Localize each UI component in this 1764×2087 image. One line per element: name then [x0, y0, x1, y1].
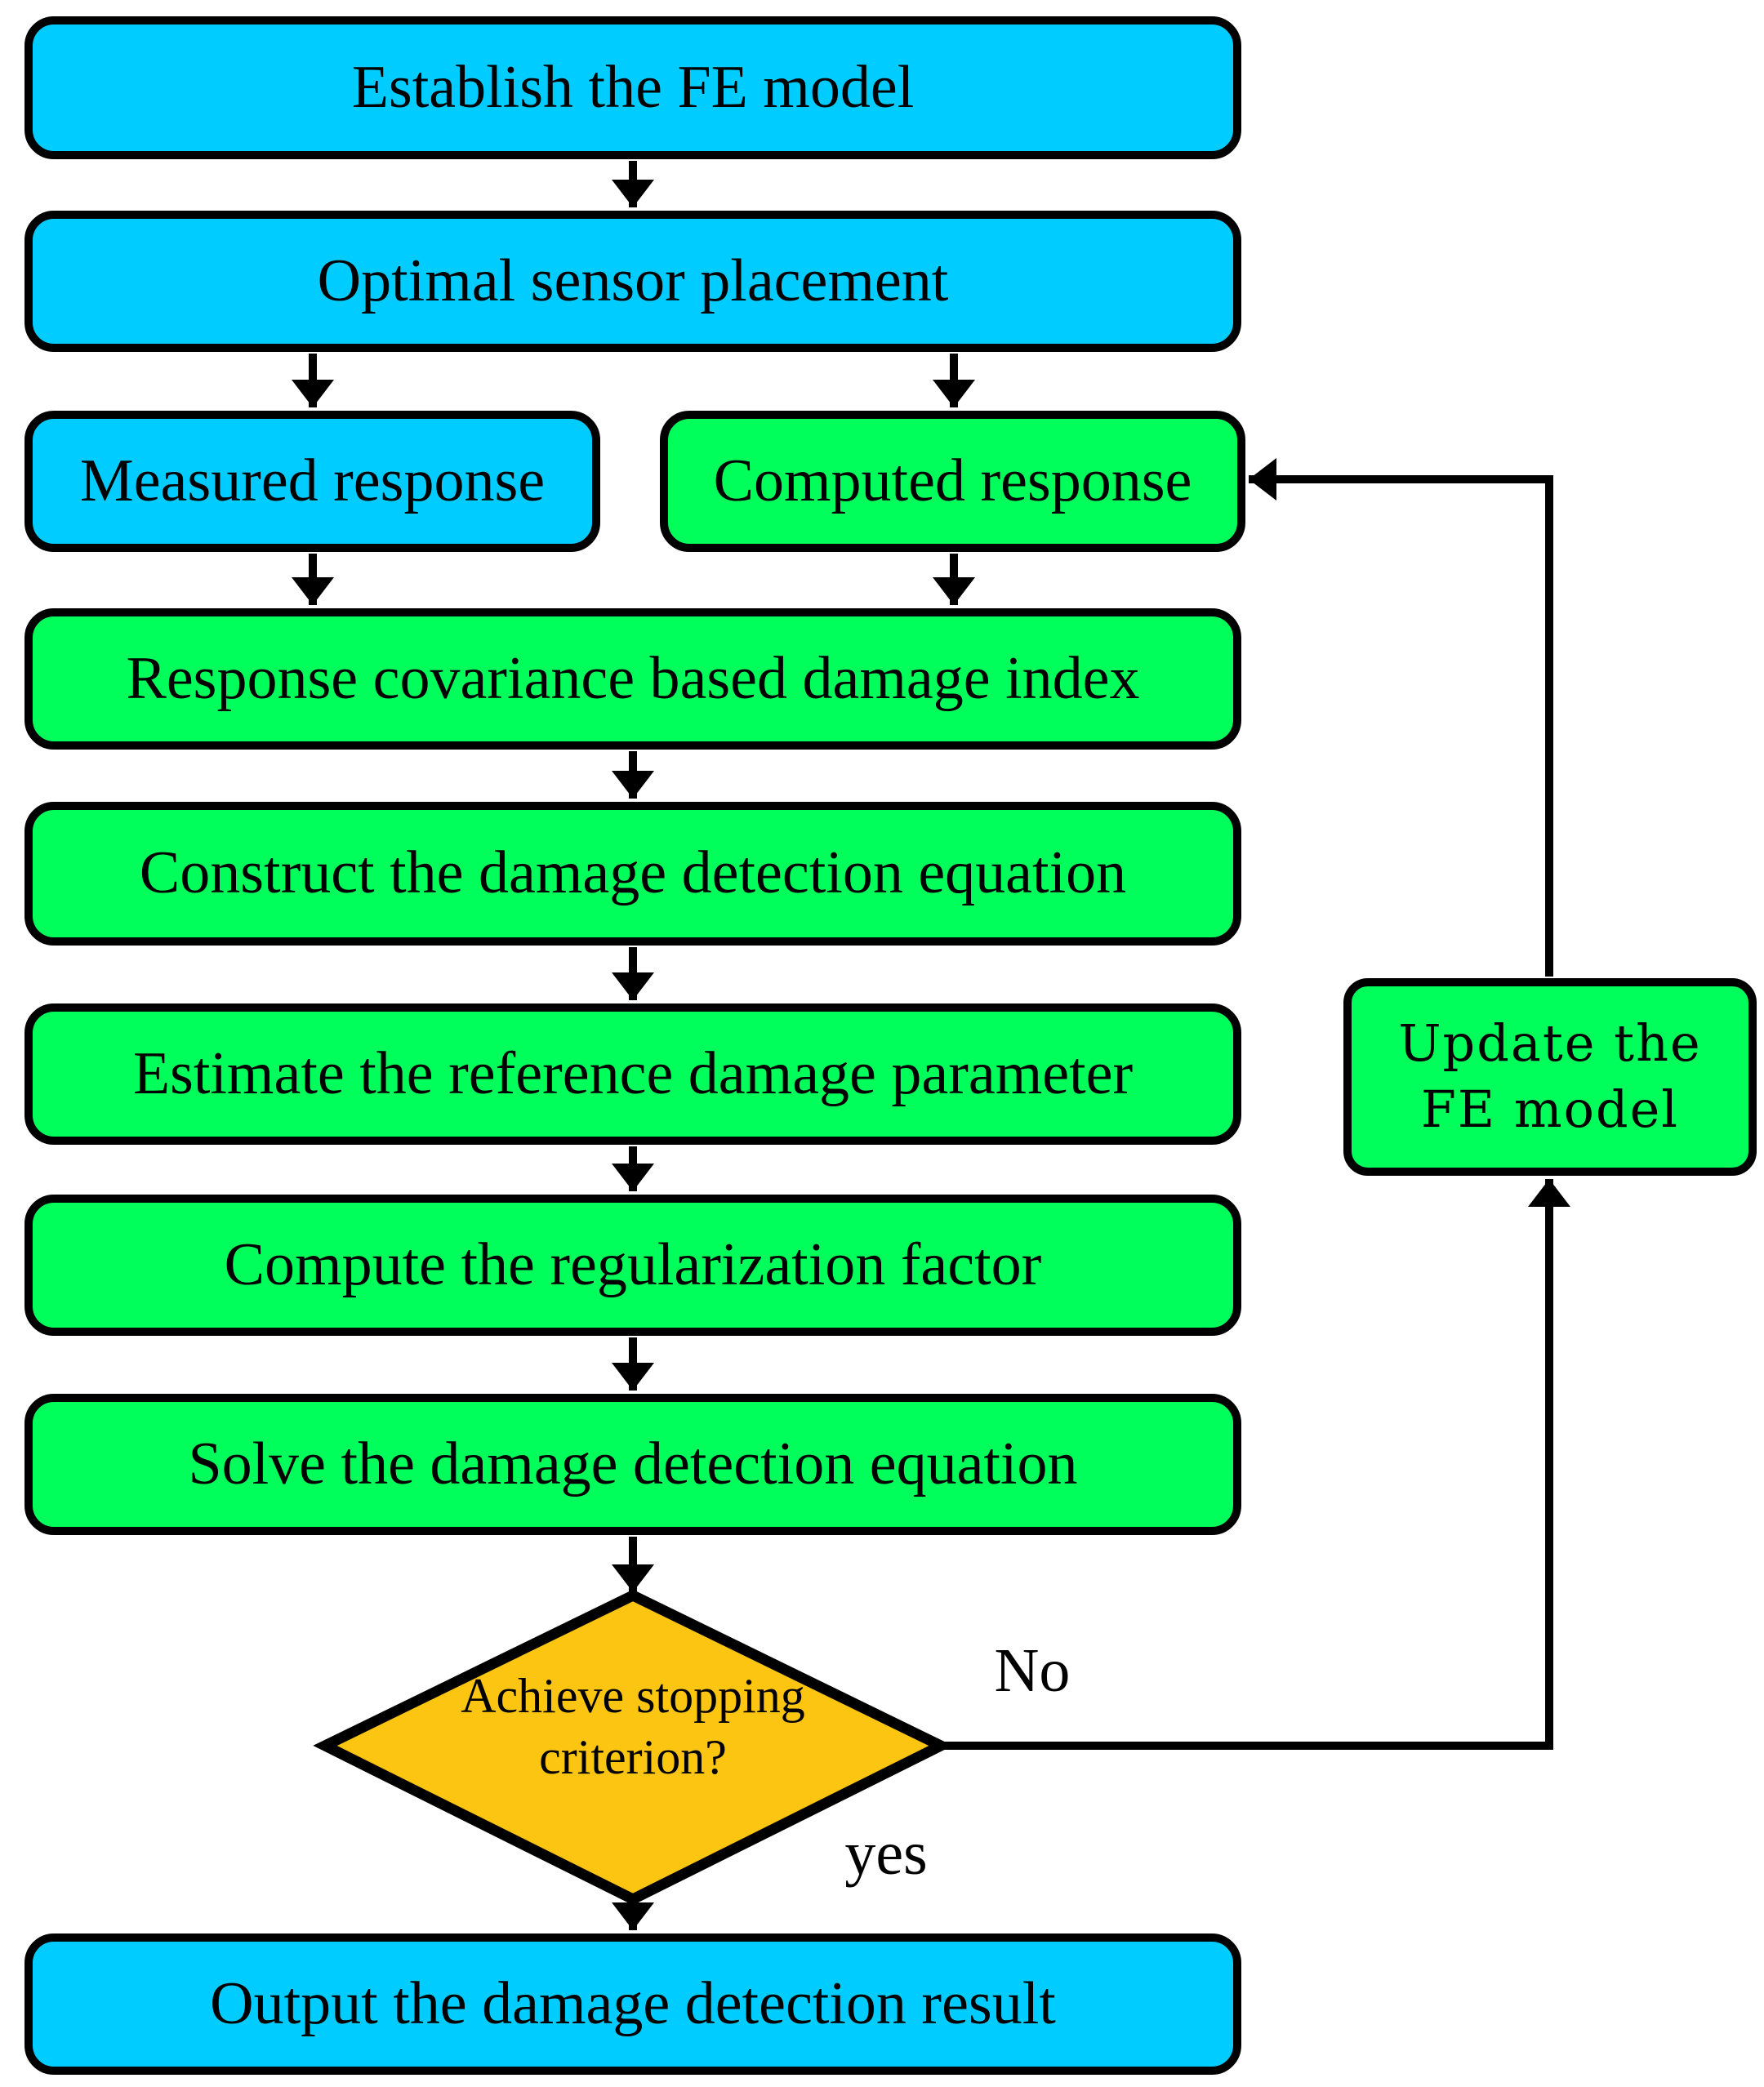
node-achieve-stopping-criterion-label: Achieve stopping criterion?: [372, 1666, 894, 1788]
edge-label-no: No: [994, 1636, 1071, 1705]
node-establish-fe-model-label: Establish the FE model: [351, 53, 915, 121]
node-computed-response-label: Computed response: [713, 447, 1192, 514]
node-output-damage-detection-result-label: Output the damage detection result: [210, 1969, 1056, 2037]
node-estimate-reference-damage-parameter: Estimate the reference damage parameter: [24, 1003, 1241, 1145]
node-achieve-stopping-criterion-line2: criterion?: [539, 1730, 727, 1784]
arrow-update-to-computed: [1249, 458, 1553, 977]
node-construct-damage-detection-equation: Construct the damage detection equation: [24, 802, 1241, 946]
node-solve-damage-detection-equation: Solve the damage detection equation: [24, 1394, 1241, 1535]
node-computed-response: Computed response: [660, 411, 1245, 552]
node-update-fe-model-label: Update the FE model: [1398, 1011, 1701, 1142]
node-optimal-sensor-placement: Optimal sensor placement: [24, 211, 1241, 352]
node-construct-damage-detection-equation-label: Construct the damage detection equation: [139, 839, 1127, 907]
node-update-fe-model-line2: FE model: [1420, 1079, 1680, 1139]
node-estimate-reference-damage-parameter-label: Estimate the reference damage parameter: [132, 1039, 1134, 1107]
node-update-fe-model: Update the FE model: [1343, 978, 1757, 1176]
node-solve-damage-detection-equation-label: Solve the damage detection equation: [188, 1430, 1078, 1497]
node-response-covariance-damage-index-label: Response covariance based damage index: [126, 644, 1140, 712]
arrow-decision-no-to-update: [941, 1179, 1570, 1750]
decision-diamond-shape: [313, 1589, 953, 1906]
edge-label-yes: yes: [844, 1819, 928, 1888]
node-update-fe-model-line1: Update the: [1398, 1013, 1702, 1074]
node-compute-regularization-factor-label: Compute the regularization factor: [224, 1230, 1042, 1298]
node-measured-response-label: Measured response: [79, 447, 546, 514]
node-achieve-stopping-criterion-line1: Achieve stopping: [461, 1669, 805, 1723]
node-measured-response: Measured response: [24, 411, 600, 552]
node-response-covariance-damage-index: Response covariance based damage index: [24, 608, 1241, 750]
node-optimal-sensor-placement-label: Optimal sensor placement: [317, 247, 949, 314]
node-output-damage-detection-result: Output the damage detection result: [24, 1933, 1241, 2075]
node-compute-regularization-factor: Compute the regularization factor: [24, 1195, 1241, 1336]
node-establish-fe-model: Establish the FE model: [24, 16, 1241, 159]
